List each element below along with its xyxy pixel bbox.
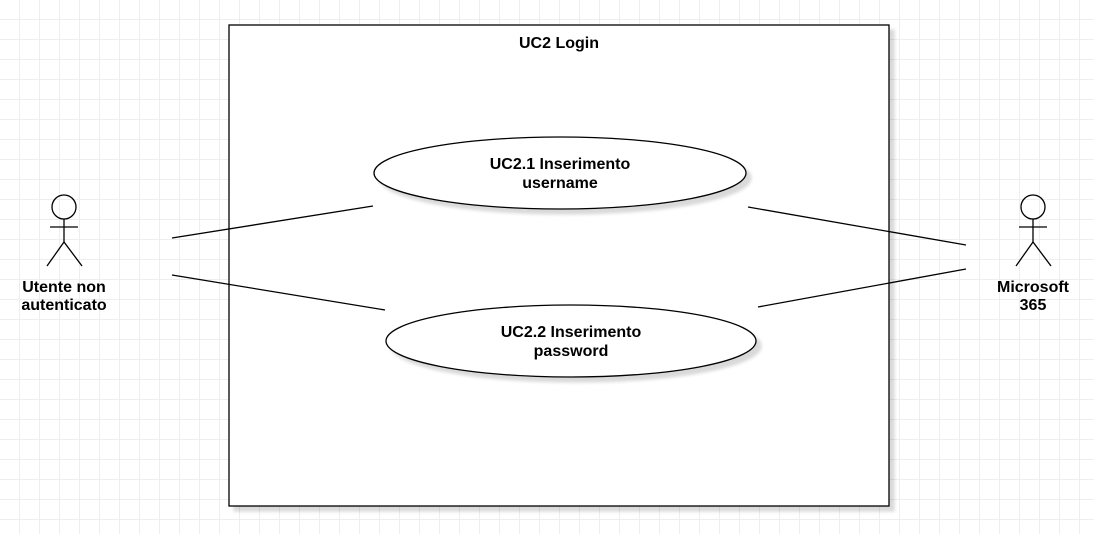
system-title: UC2 Login — [519, 35, 599, 52]
use-case-uc2-1-label-line2: username — [522, 175, 598, 192]
actor-microsoft-label-line1: Microsoft — [997, 279, 1070, 296]
use-case-uc2-2-label-line1: UC2.2 Inserimento — [501, 324, 642, 341]
association-uc22-microsoft[interactable] — [757, 268, 967, 308]
use-case-uc2-1-label-line1: UC2.1 Inserimento — [490, 156, 631, 173]
association-uc21-microsoft[interactable] — [747, 206, 967, 246]
actor-utente-non-autenticato[interactable]: Utente non autenticato — [21, 194, 107, 314]
stick-figure-icon — [46, 194, 83, 267]
use-case-uc2-1[interactable]: UC2.1 Inserimento username — [373, 136, 747, 210]
association-utente-uc22[interactable] — [171, 274, 386, 311]
association-utente-uc21[interactable] — [171, 205, 374, 239]
actor-microsoft-365[interactable]: Microsoft 365 — [997, 194, 1070, 314]
actor-utente-label-line1: Utente non — [22, 279, 106, 296]
system-boundary[interactable]: UC2 Login — [228, 24, 890, 507]
stick-figure-icon — [1015, 194, 1052, 267]
use-case-uc2-2[interactable]: UC2.2 Inserimento password — [385, 304, 757, 378]
use-case-uc2-2-label-line2: password — [534, 343, 609, 360]
actor-utente-label-line2: autenticato — [21, 297, 107, 314]
actor-microsoft-label-line2: 365 — [1020, 297, 1047, 314]
